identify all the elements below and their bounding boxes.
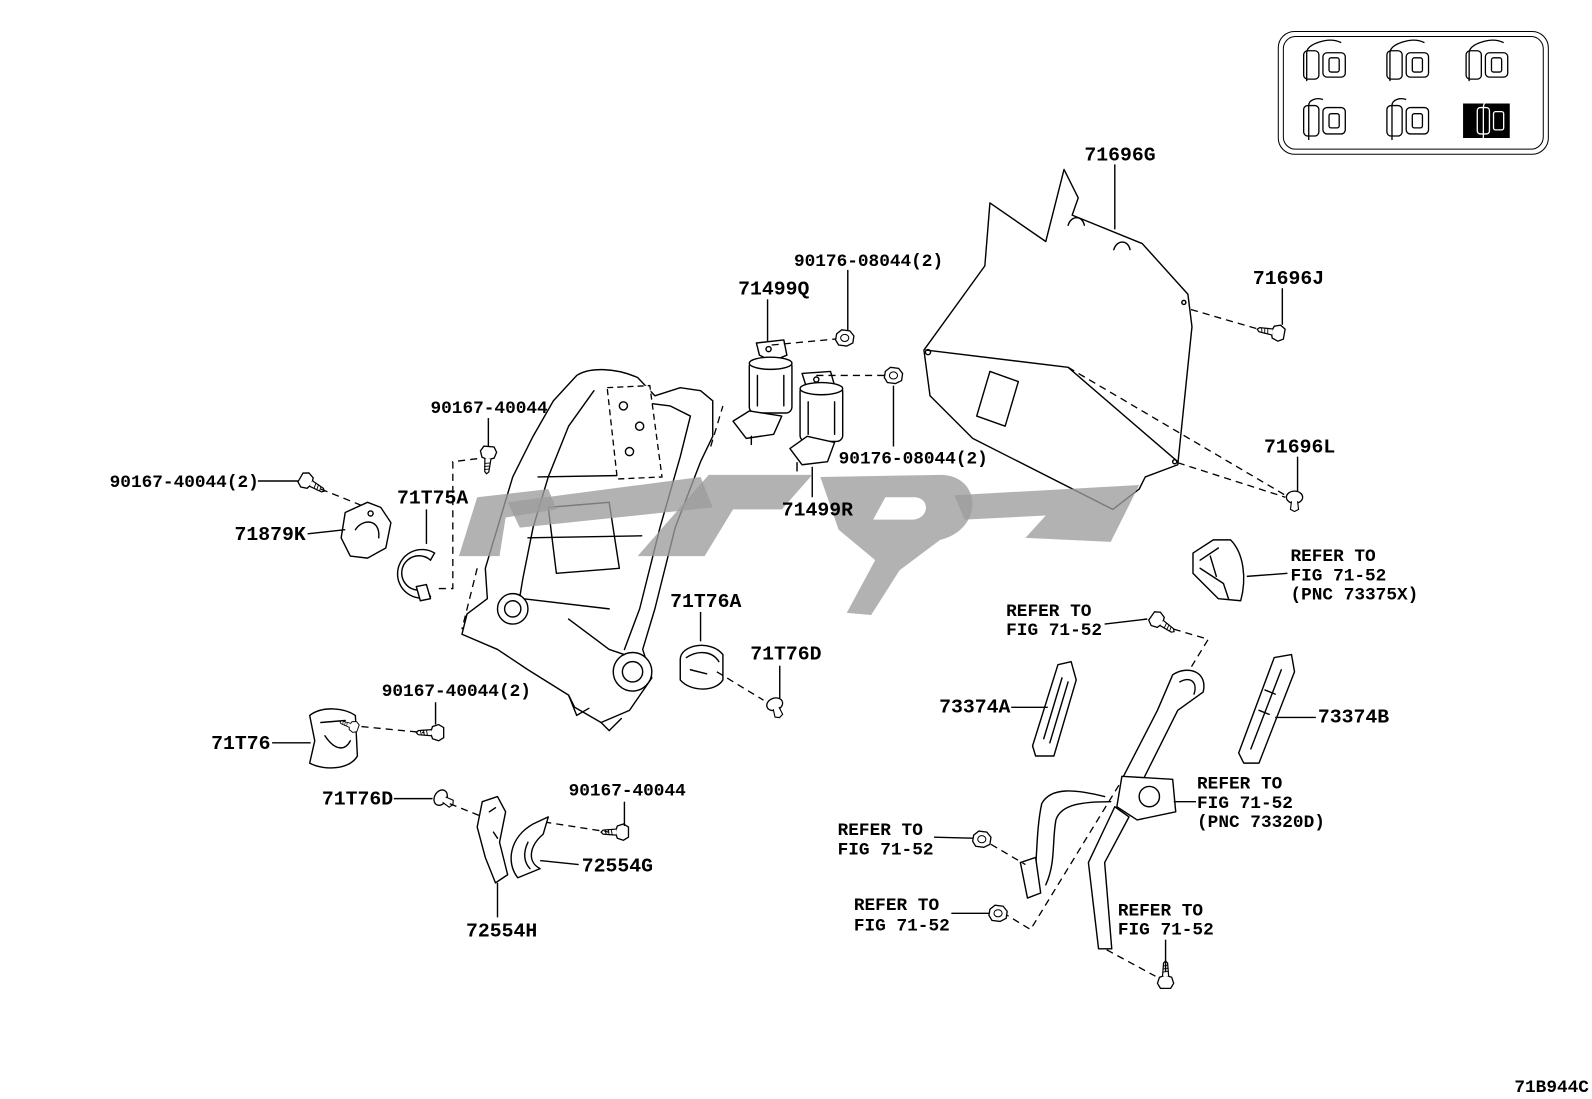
seat-frame: [461, 368, 724, 732]
dashed-connector-71T75A: [438, 458, 478, 590]
screw-71696J: [1255, 320, 1287, 343]
callout-73374B: 73374B: [1318, 707, 1389, 729]
clip-71696L: [1285, 490, 1304, 513]
callout-line: REFER TO: [1197, 774, 1283, 794]
callout-refer-upper: REFER TO FIG 71-52: [1006, 602, 1102, 641]
dashed-connector-71T76: [361, 725, 425, 734]
callout-refer-left1: REFER TO FIG 71-52: [838, 821, 934, 860]
part-73374A: [1031, 660, 1077, 757]
callout-90167-40044-left: 90167-40044(2): [110, 473, 259, 493]
callout-90167-40044-72554G: 90167-40044: [569, 782, 687, 802]
part-71T76A: [679, 644, 724, 690]
callout-line: REFER TO: [1290, 547, 1376, 567]
callout-71T76D-lower: 71T76D: [322, 789, 393, 811]
clip-71T76D-upper: [764, 695, 788, 722]
callout-71879K: 71879K: [235, 524, 306, 546]
part-71499Q: [732, 339, 793, 446]
seat-position-icon: [1300, 98, 1350, 141]
callout-90176-08044-right: 90176-08044(2): [839, 450, 988, 470]
part-71T76: [308, 708, 361, 769]
part-72554G: [510, 816, 549, 879]
seat-position-icon: [1463, 100, 1510, 141]
callout-line: REFER TO: [1006, 602, 1092, 622]
watermark-logo: [458, 474, 1140, 615]
callout-71T76D-upper: 71T76D: [750, 644, 821, 666]
callout-line: FIG 71-52: [854, 917, 950, 937]
callout-71696J: 71696J: [1253, 268, 1324, 290]
callout-line: (PNC 73320D): [1197, 813, 1325, 833]
bolt-refer-fig-71-52-upper: [1146, 608, 1180, 639]
part-72554H: [476, 795, 509, 884]
callout-90176-08044-top: 90176-08044(2): [794, 252, 943, 272]
callout-90167-40044-upper: 90167-40044: [430, 399, 548, 419]
callout-line: FIG 71-52: [1006, 621, 1102, 641]
dashed-connectors-board: [1067, 308, 1286, 498]
dashed-connector-belt-anchor: [1006, 628, 1210, 931]
callout-72554H: 72554H: [466, 921, 537, 943]
nut-90176-08044-right: [883, 366, 904, 385]
callout-line: FIG 71-52: [1197, 794, 1293, 814]
callout-71T76: 71T76: [211, 733, 270, 755]
dashed-connector-72554H: [449, 803, 486, 819]
dashed-connector-belt-lower: [1106, 949, 1156, 977]
callout-71696G: 71696G: [1084, 144, 1155, 166]
part-71499R: [789, 370, 844, 472]
clip-71T76D-lower: [430, 786, 458, 813]
callout-refer-73375X: REFER TO FIG 71-52 (PNC 73375X): [1290, 547, 1418, 606]
bolt-90167-40044-upper: [477, 445, 498, 476]
leader-lines: [257, 164, 1316, 973]
seatback-board-71696G: [923, 168, 1193, 511]
bolt-90167-40044-lower: [415, 723, 445, 742]
dashed-connector-bracket: [990, 843, 1026, 866]
inset-inner-border: [1282, 36, 1544, 150]
part-71879K: [340, 501, 392, 559]
callout-line: FIG 71-52: [838, 840, 934, 860]
callout-line: REFER TO: [838, 821, 924, 841]
figure-code: 71B944C: [1514, 1078, 1589, 1098]
callout-71T76A: 71T76A: [670, 591, 741, 613]
callout-71696L: 71696L: [1264, 437, 1335, 459]
seat-position-icon: [1383, 98, 1433, 141]
callout-72554G: 72554G: [582, 856, 653, 878]
callout-line: FIG 71-52: [1290, 566, 1386, 586]
seat-position-icon: [1463, 39, 1512, 82]
dashed-connector-71879K: [320, 488, 362, 506]
part-71T75A: [396, 548, 436, 602]
callout-refer-bottom-right: REFER TO FIG 71-52: [1118, 901, 1214, 940]
seat-position-icon: [1300, 39, 1350, 82]
dashed-connector-72554G: [544, 821, 610, 833]
callout-refer-left2: REFER TO FIG 71-52: [854, 896, 950, 936]
nut-90176-08044-top: [834, 329, 855, 347]
seat-position-inset: [1277, 30, 1549, 155]
callout-line: REFER TO: [1118, 901, 1204, 921]
nut-refer-fig-71-52-left2: [988, 904, 1008, 923]
part-73374B: [1237, 653, 1296, 764]
inset-outer-border: [1277, 30, 1549, 155]
callout-line: REFER TO: [854, 896, 940, 916]
dashed-connectors-motors: [771, 338, 886, 377]
callout-line: FIG 71-52: [1118, 921, 1214, 941]
seat-position-icon: [1383, 39, 1433, 82]
bolt-90167-40044-left: [295, 469, 329, 499]
nut-refer-fig-71-52-left1: [972, 830, 992, 848]
callout-71T75A: 71T75A: [397, 487, 468, 509]
callout-line: (PNC 73375X): [1290, 586, 1418, 606]
callout-90167-40044-lower: 90167-40044(2): [382, 682, 531, 702]
callout-73374A: 73374A: [939, 696, 1010, 718]
callout-refer-73320D: REFER TO FIG 71-52 (PNC 73320D): [1197, 774, 1325, 833]
callout-71499R: 71499R: [782, 500, 853, 522]
callout-71499Q: 71499Q: [738, 278, 809, 300]
seat-belt-assembly: [1019, 669, 1205, 950]
dashed-connector-71T76D: [716, 671, 764, 701]
part-73375X-cover: [1192, 539, 1245, 602]
